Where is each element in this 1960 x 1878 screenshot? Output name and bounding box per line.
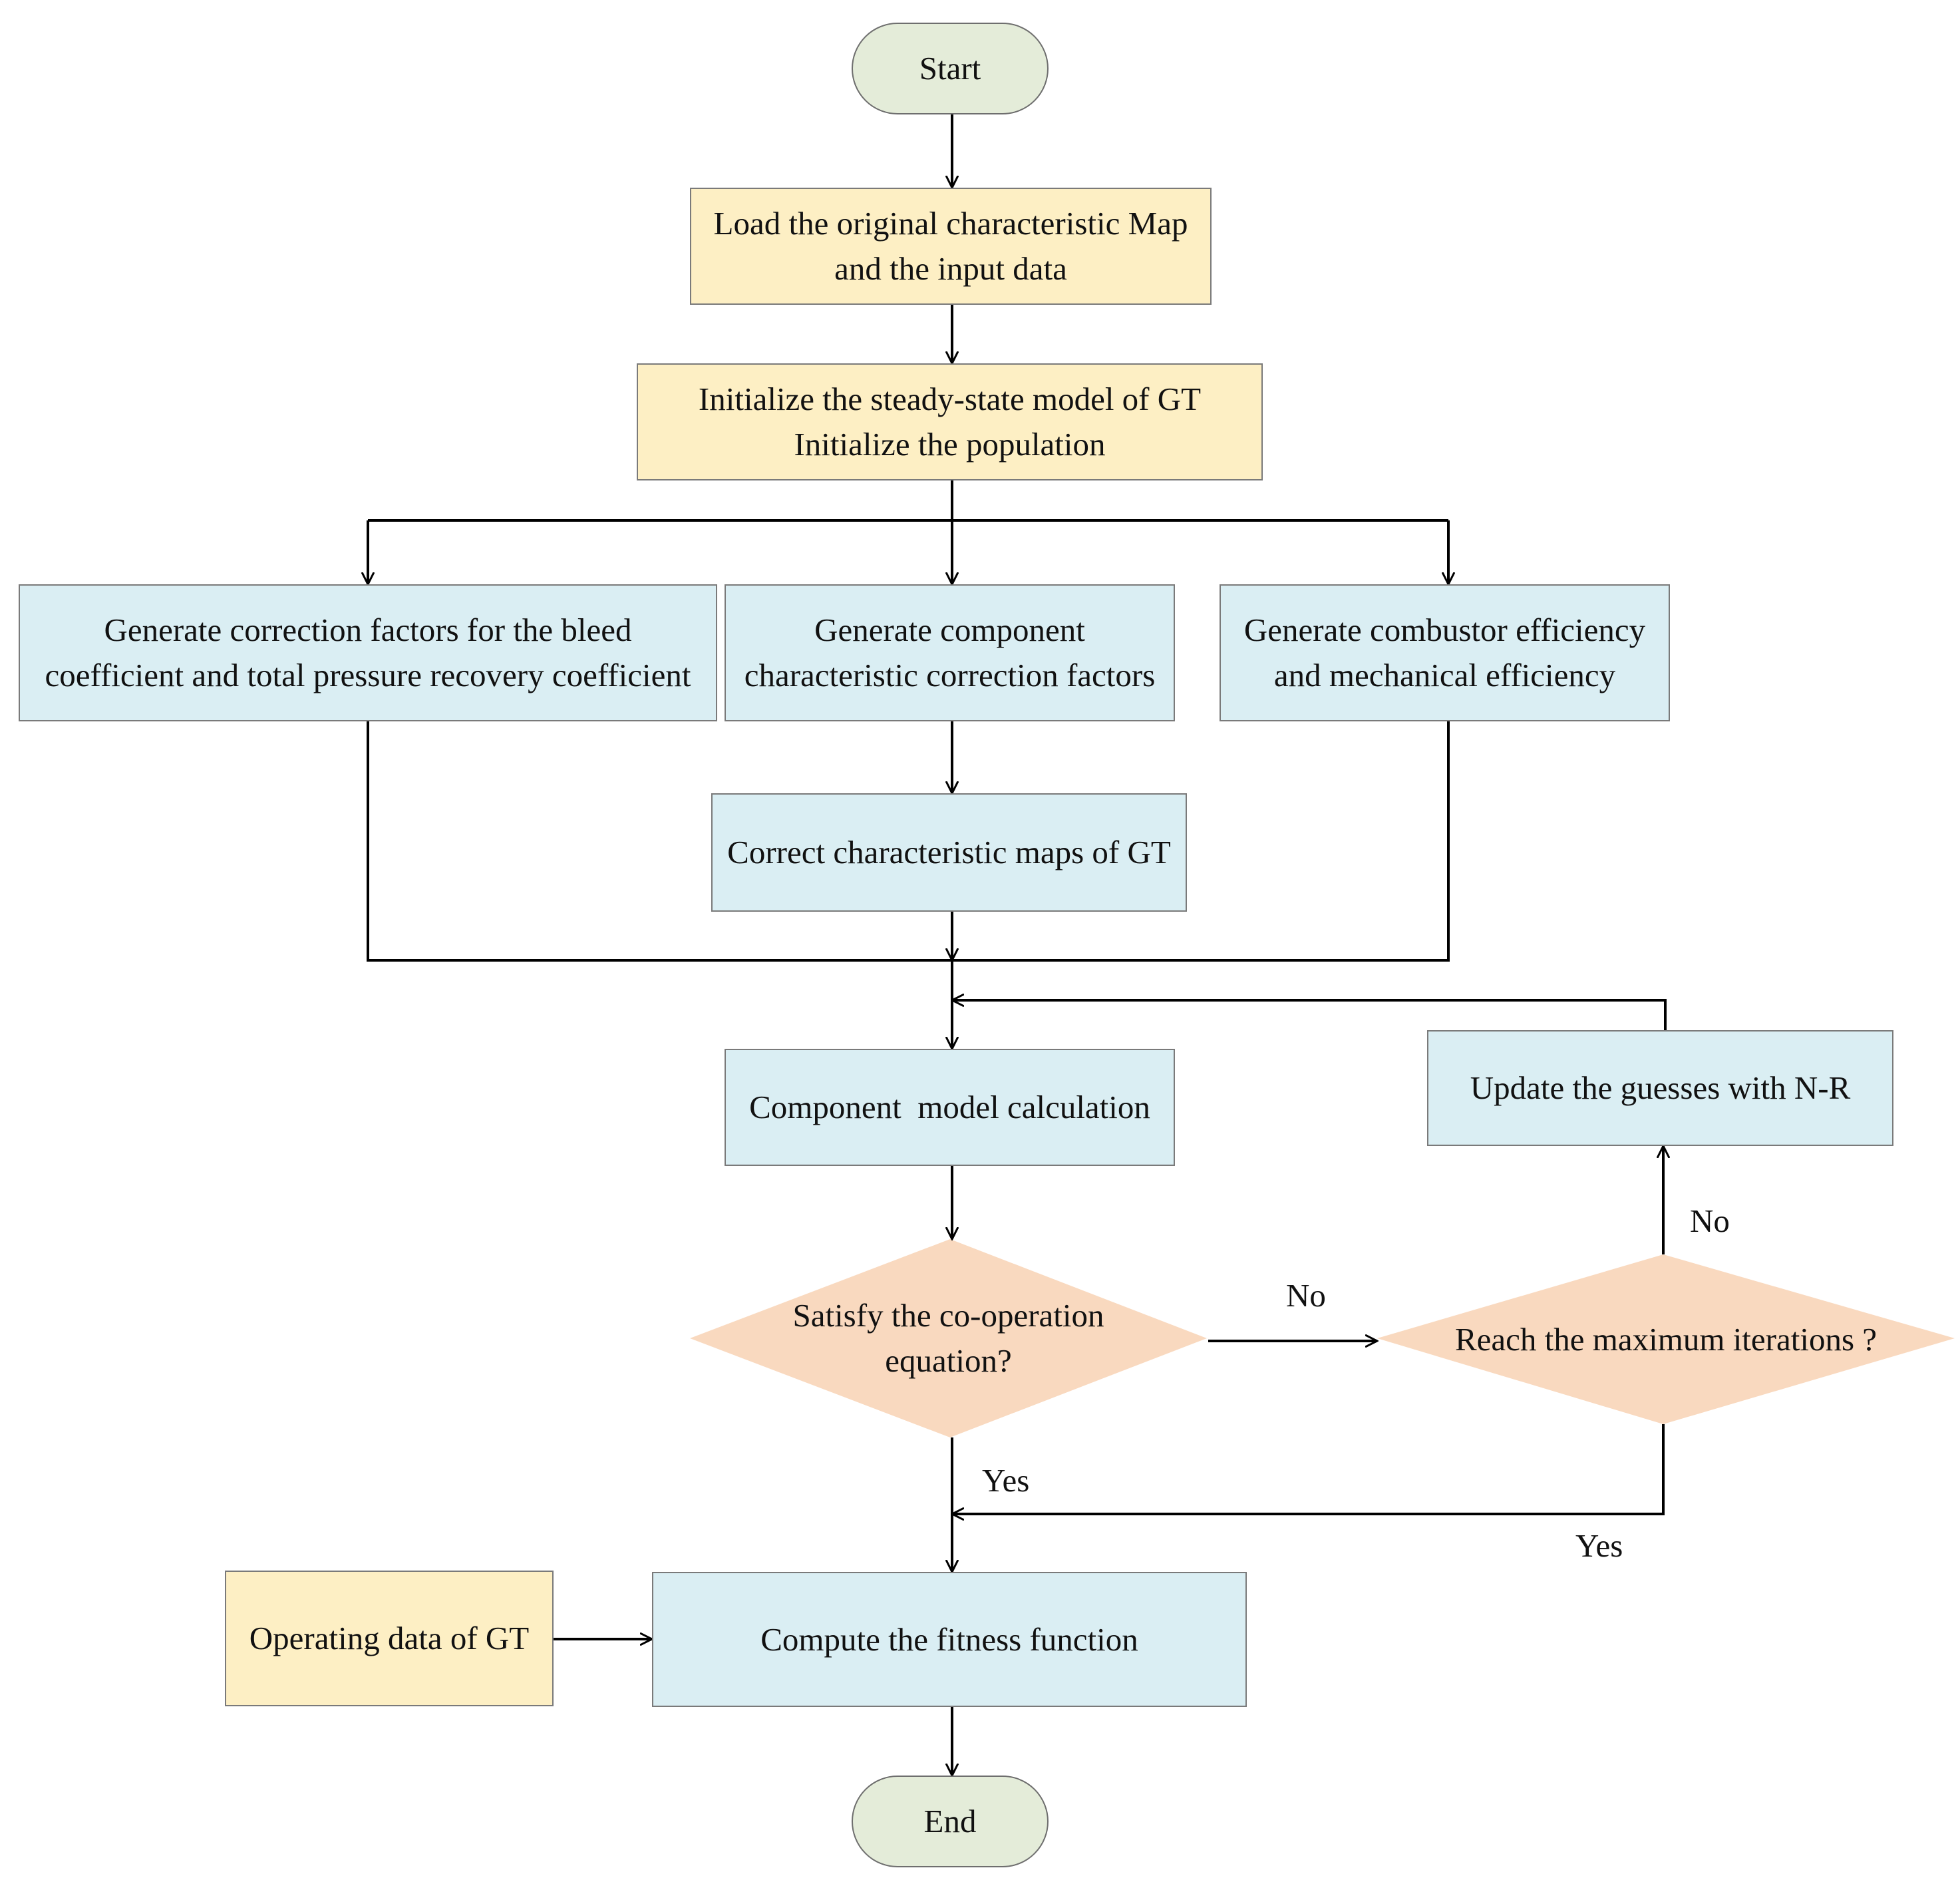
correct-maps-label: Correct characteristic maps of GT xyxy=(727,834,1171,870)
update-guesses-box: Update the guesses with N-R xyxy=(1427,1030,1893,1146)
decision-satisfy-line-2: equation? xyxy=(885,1342,1012,1379)
fitness-label: Compute the fitness function xyxy=(760,1620,1138,1658)
arrow-reach-yes-join xyxy=(952,1424,1665,1514)
start-label: Start xyxy=(919,50,981,87)
load-map-box: Load the original characteristic Map and… xyxy=(690,188,1212,305)
connector-bleed-merge xyxy=(367,721,1450,962)
generate-combustor-line-2: and mechanical efficiency xyxy=(1273,657,1616,693)
generate-bleed-box: Generate correction factors for the blee… xyxy=(19,584,717,721)
label-reach-yes: Yes xyxy=(1575,1527,1623,1564)
decision-reach: Reach the maximum iterations ? xyxy=(1377,1254,1955,1424)
generate-bleed-line-1: Generate correction factors for the blee… xyxy=(104,612,632,648)
load-map-line-2: and the input data xyxy=(834,250,1067,287)
decision-satisfy-shape xyxy=(690,1239,1207,1437)
load-map-line-1: Load the original characteristic Map xyxy=(713,205,1188,242)
initialize-line-2: Initialize the population xyxy=(794,426,1106,463)
decision-reach-shape xyxy=(1377,1254,1955,1424)
decision-reach-label: Reach the maximum iterations ? xyxy=(1454,1320,1878,1358)
decision-satisfy-line-1: Satisfy the co-operation xyxy=(792,1297,1104,1334)
label-satisfy-no: No xyxy=(1286,1277,1326,1314)
start-terminal: Start xyxy=(852,23,1049,114)
end-label: End xyxy=(923,1803,977,1839)
correct-maps-box: Correct characteristic maps of GT xyxy=(711,793,1187,912)
generate-component-line-1: Generate component xyxy=(814,612,1085,648)
generate-combustor-box: Generate combustor efficiency and mechan… xyxy=(1220,584,1670,721)
generate-component-line-2: characteristic correction factors xyxy=(744,657,1156,693)
update-guesses-label: Update the guesses with N-R xyxy=(1470,1069,1851,1106)
initialize-box: Initialize the steady-state model of GT … xyxy=(637,363,1263,480)
label-reach-no: No xyxy=(1690,1203,1730,1239)
component-model-label: Component model calculation xyxy=(749,1089,1150,1125)
generate-bleed-line-2: coefficient and total pressure recovery … xyxy=(45,657,691,693)
label-satisfy-yes: Yes xyxy=(982,1462,1030,1499)
operating-data-label: Operating data of GT xyxy=(249,1620,530,1656)
generate-combustor-line-1: Generate combustor efficiency xyxy=(1243,612,1646,648)
arrow-update-loop xyxy=(952,1000,1667,1030)
component-model-box: Component model calculation xyxy=(725,1049,1175,1166)
generate-component-box: Generate component characteristic correc… xyxy=(725,584,1175,721)
fitness-box: Compute the fitness function xyxy=(652,1572,1247,1707)
end-terminal: End xyxy=(852,1776,1049,1867)
operating-data-box: Operating data of GT xyxy=(225,1571,554,1706)
initialize-line-1: Initialize the steady-state model of GT xyxy=(698,381,1202,417)
decision-satisfy: Satisfy the co-operation equation? xyxy=(690,1239,1207,1437)
